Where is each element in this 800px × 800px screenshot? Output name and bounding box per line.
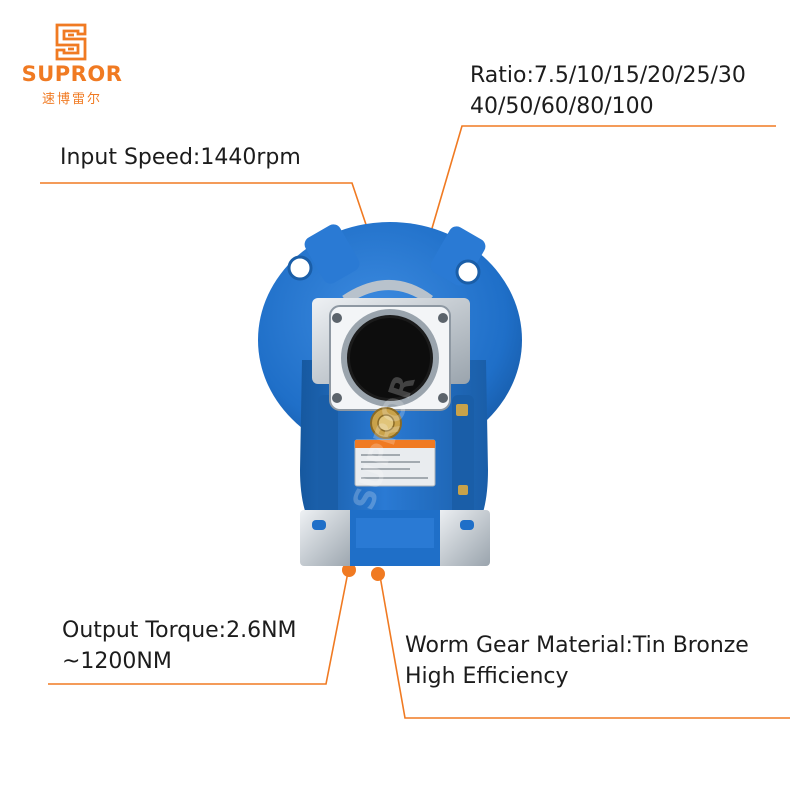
output-torque-marker-dot — [342, 563, 356, 577]
logo-chinese-name: 速博雷尔 — [41, 92, 102, 107]
ratio-line-1: Ratio:7.5/10/15/20/25/30 — [470, 63, 746, 88]
oil-plug — [370, 407, 402, 439]
output-torque-line-1: Output Torque:2.6NM — [62, 618, 297, 643]
output-torque-callout: Output Torque:2.6NM ~1200NM — [62, 615, 297, 677]
input-speed-callout: Input Speed:1440rpm — [60, 145, 301, 170]
output-torque-leader-line — [48, 571, 349, 685]
logo-wordmark: SUPROR — [21, 62, 123, 86]
logo-s-mark-icon — [55, 23, 87, 61]
ratio-leader-line — [427, 125, 776, 243]
worm-gear-leader-line — [379, 575, 790, 719]
brand-watermark: SUPROR — [346, 371, 422, 515]
worm-gear-marker-dot — [371, 567, 385, 581]
worm-gear-line-1: Worm Gear Material:Tin Bronze — [405, 633, 749, 658]
output-torque-line-2: ~1200NM — [62, 649, 172, 674]
flange-bolt-hole-left — [287, 255, 313, 281]
nameplate — [354, 439, 436, 487]
brand-logo: SUPROR 速博雷尔 — [14, 22, 130, 107]
flange-bolt-hole-right — [455, 259, 481, 285]
ratio-callout: Ratio:7.5/10/15/20/25/30 40/50/60/80/100 — [470, 60, 746, 122]
worm-gear-line-2: High Efficiency — [405, 664, 569, 689]
worm-gear-callout: Worm Gear Material:Tin Bronze High Effic… — [405, 630, 749, 692]
input-flange — [312, 298, 470, 411]
mounting-foot-right — [436, 510, 490, 566]
ratio-line-2: 40/50/60/80/100 — [470, 94, 654, 119]
